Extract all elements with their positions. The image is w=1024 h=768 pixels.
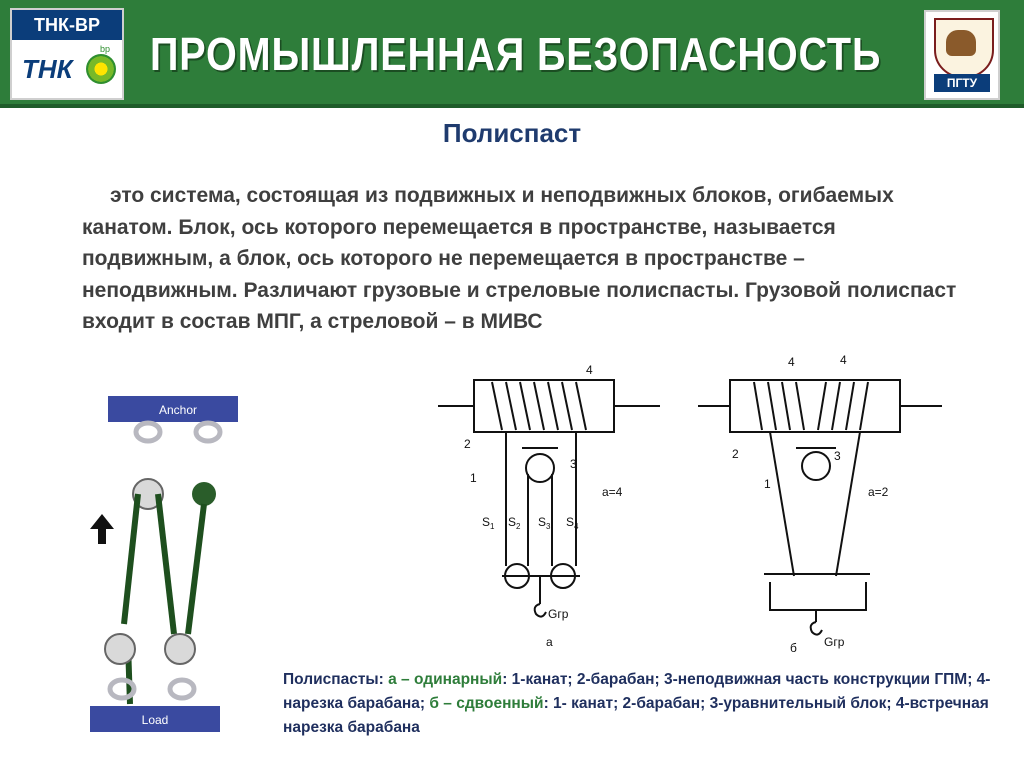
rope-b-left <box>769 431 795 577</box>
drum-thread-b-8 <box>859 381 869 431</box>
s2-label: S2 <box>508 515 521 531</box>
bp-logo-text: bp <box>100 44 111 54</box>
tnk-logo-mark: ТНК <box>22 54 73 84</box>
drum-thread-b-4 <box>795 381 805 431</box>
label-b-1: 1 <box>764 477 771 491</box>
schema-single-pulley: 4 2 1 3 a=4 S1 S2 S3 S4 Gгр а <box>438 363 660 649</box>
lower-pulley-right <box>164 633 196 665</box>
ratio-a: a=4 <box>602 485 623 499</box>
bp-sun-icon <box>86 54 116 84</box>
ratio-b: a=2 <box>868 485 889 499</box>
caption-b-label: б – сдвоенный <box>429 695 544 712</box>
load-label: Load <box>142 713 169 727</box>
drum-thread-a-1 <box>491 381 503 431</box>
drum-thread-a-7 <box>575 381 587 431</box>
caption-a-label: а – одинарный <box>388 671 503 688</box>
fixed-block-a <box>525 453 555 483</box>
caption-a-text: : 1-канат; 2-барабан; 3-неподвижная част… <box>283 671 991 712</box>
definition-text: это система, состоящая из подвижных и не… <box>82 184 957 333</box>
pull-direction-arrow-icon <box>90 514 114 544</box>
slide-title: Полиспаст <box>442 118 582 148</box>
drum-thread-b-6 <box>831 381 841 431</box>
rope-segment-3 <box>185 503 207 635</box>
header: ТНК-ВР ТНК bp ПРОМЫШЛЕННАЯ БЕЗОПАСНОСТЬ … <box>0 0 1024 108</box>
tnk-bp-logo: ТНК-ВР ТНК bp <box>10 8 124 100</box>
drum-thread-b-3 <box>781 381 791 431</box>
schema-b-letter: б <box>790 641 797 655</box>
banner-title: ПРОМЫШЛЕННАЯ БЕЗОПАСНОСТЬ <box>150 28 882 80</box>
drum-thread-a-3 <box>519 381 531 431</box>
anchor-carabiner-right <box>193 420 223 444</box>
upper-pulley-left <box>132 478 164 510</box>
drum-thread-b-7 <box>845 381 855 431</box>
load-a-label: Gгр <box>548 607 569 621</box>
header-banner <box>0 0 1024 108</box>
pgtu-logo: ПГТУ <box>924 10 1000 100</box>
pgtu-logo-text: ПГТУ <box>934 74 990 92</box>
load-carabiner-left <box>107 677 137 701</box>
hook-a-icon <box>533 603 547 618</box>
caption-lead: Полиспасты: <box>283 671 389 688</box>
load-carabiner-right <box>167 677 197 701</box>
rope-segment-1 <box>121 493 141 625</box>
drum-thread-b-2 <box>767 381 777 431</box>
anchor-label: Anchor <box>159 403 197 417</box>
anchor-carabiner-left <box>133 420 163 444</box>
drum-a <box>473 379 615 433</box>
hook-b-icon <box>809 621 823 636</box>
load-plate <box>90 706 220 732</box>
lower-pulley-left <box>104 633 136 665</box>
anchor-plate <box>108 396 238 422</box>
label-b-4a: 4 <box>788 355 795 369</box>
drum-thread-b-5 <box>817 381 827 431</box>
tnk-bp-logo-brand: ТНК-ВР <box>12 10 122 40</box>
drum-thread-a-6 <box>561 381 573 431</box>
drum-thread-b-1 <box>753 381 763 431</box>
s1-label: S1 <box>482 515 495 531</box>
equalizer-block-b <box>801 451 831 481</box>
label-b-3: 3 <box>834 449 841 463</box>
rope-knot <box>192 482 216 506</box>
s4-label: S4 <box>566 515 579 531</box>
schema-double-pulley: 4 4 2 1 3 a=2 Gгр б <box>698 353 942 655</box>
schema-a-letter: а <box>546 635 553 649</box>
pulley-illustration: Anchor Load <box>90 396 238 732</box>
label-a-3: 3 <box>570 457 577 471</box>
label-b-2: 2 <box>732 447 739 461</box>
drum-thread-a-2 <box>505 381 517 431</box>
label-a-4: 4 <box>586 363 593 377</box>
load-b-label: Gгр <box>824 635 845 649</box>
label-a-1: 1 <box>470 471 477 485</box>
caption: Полиспасты: а – одинарный: 1-канат; 2-ба… <box>283 668 1003 740</box>
rope-b-right <box>835 431 861 577</box>
drum-thread-a-4 <box>533 381 545 431</box>
s3-label: S3 <box>538 515 551 531</box>
label-b-4b: 4 <box>840 353 847 367</box>
rope-segment-2 <box>155 493 177 635</box>
load-frame-b <box>769 582 867 611</box>
drum-thread-a-5 <box>547 381 559 431</box>
bear-icon <box>946 30 976 56</box>
caption-b-text: : 1- канат; 2-барабан; 3-уравнительный б… <box>283 695 989 736</box>
label-a-2: 2 <box>464 437 471 451</box>
